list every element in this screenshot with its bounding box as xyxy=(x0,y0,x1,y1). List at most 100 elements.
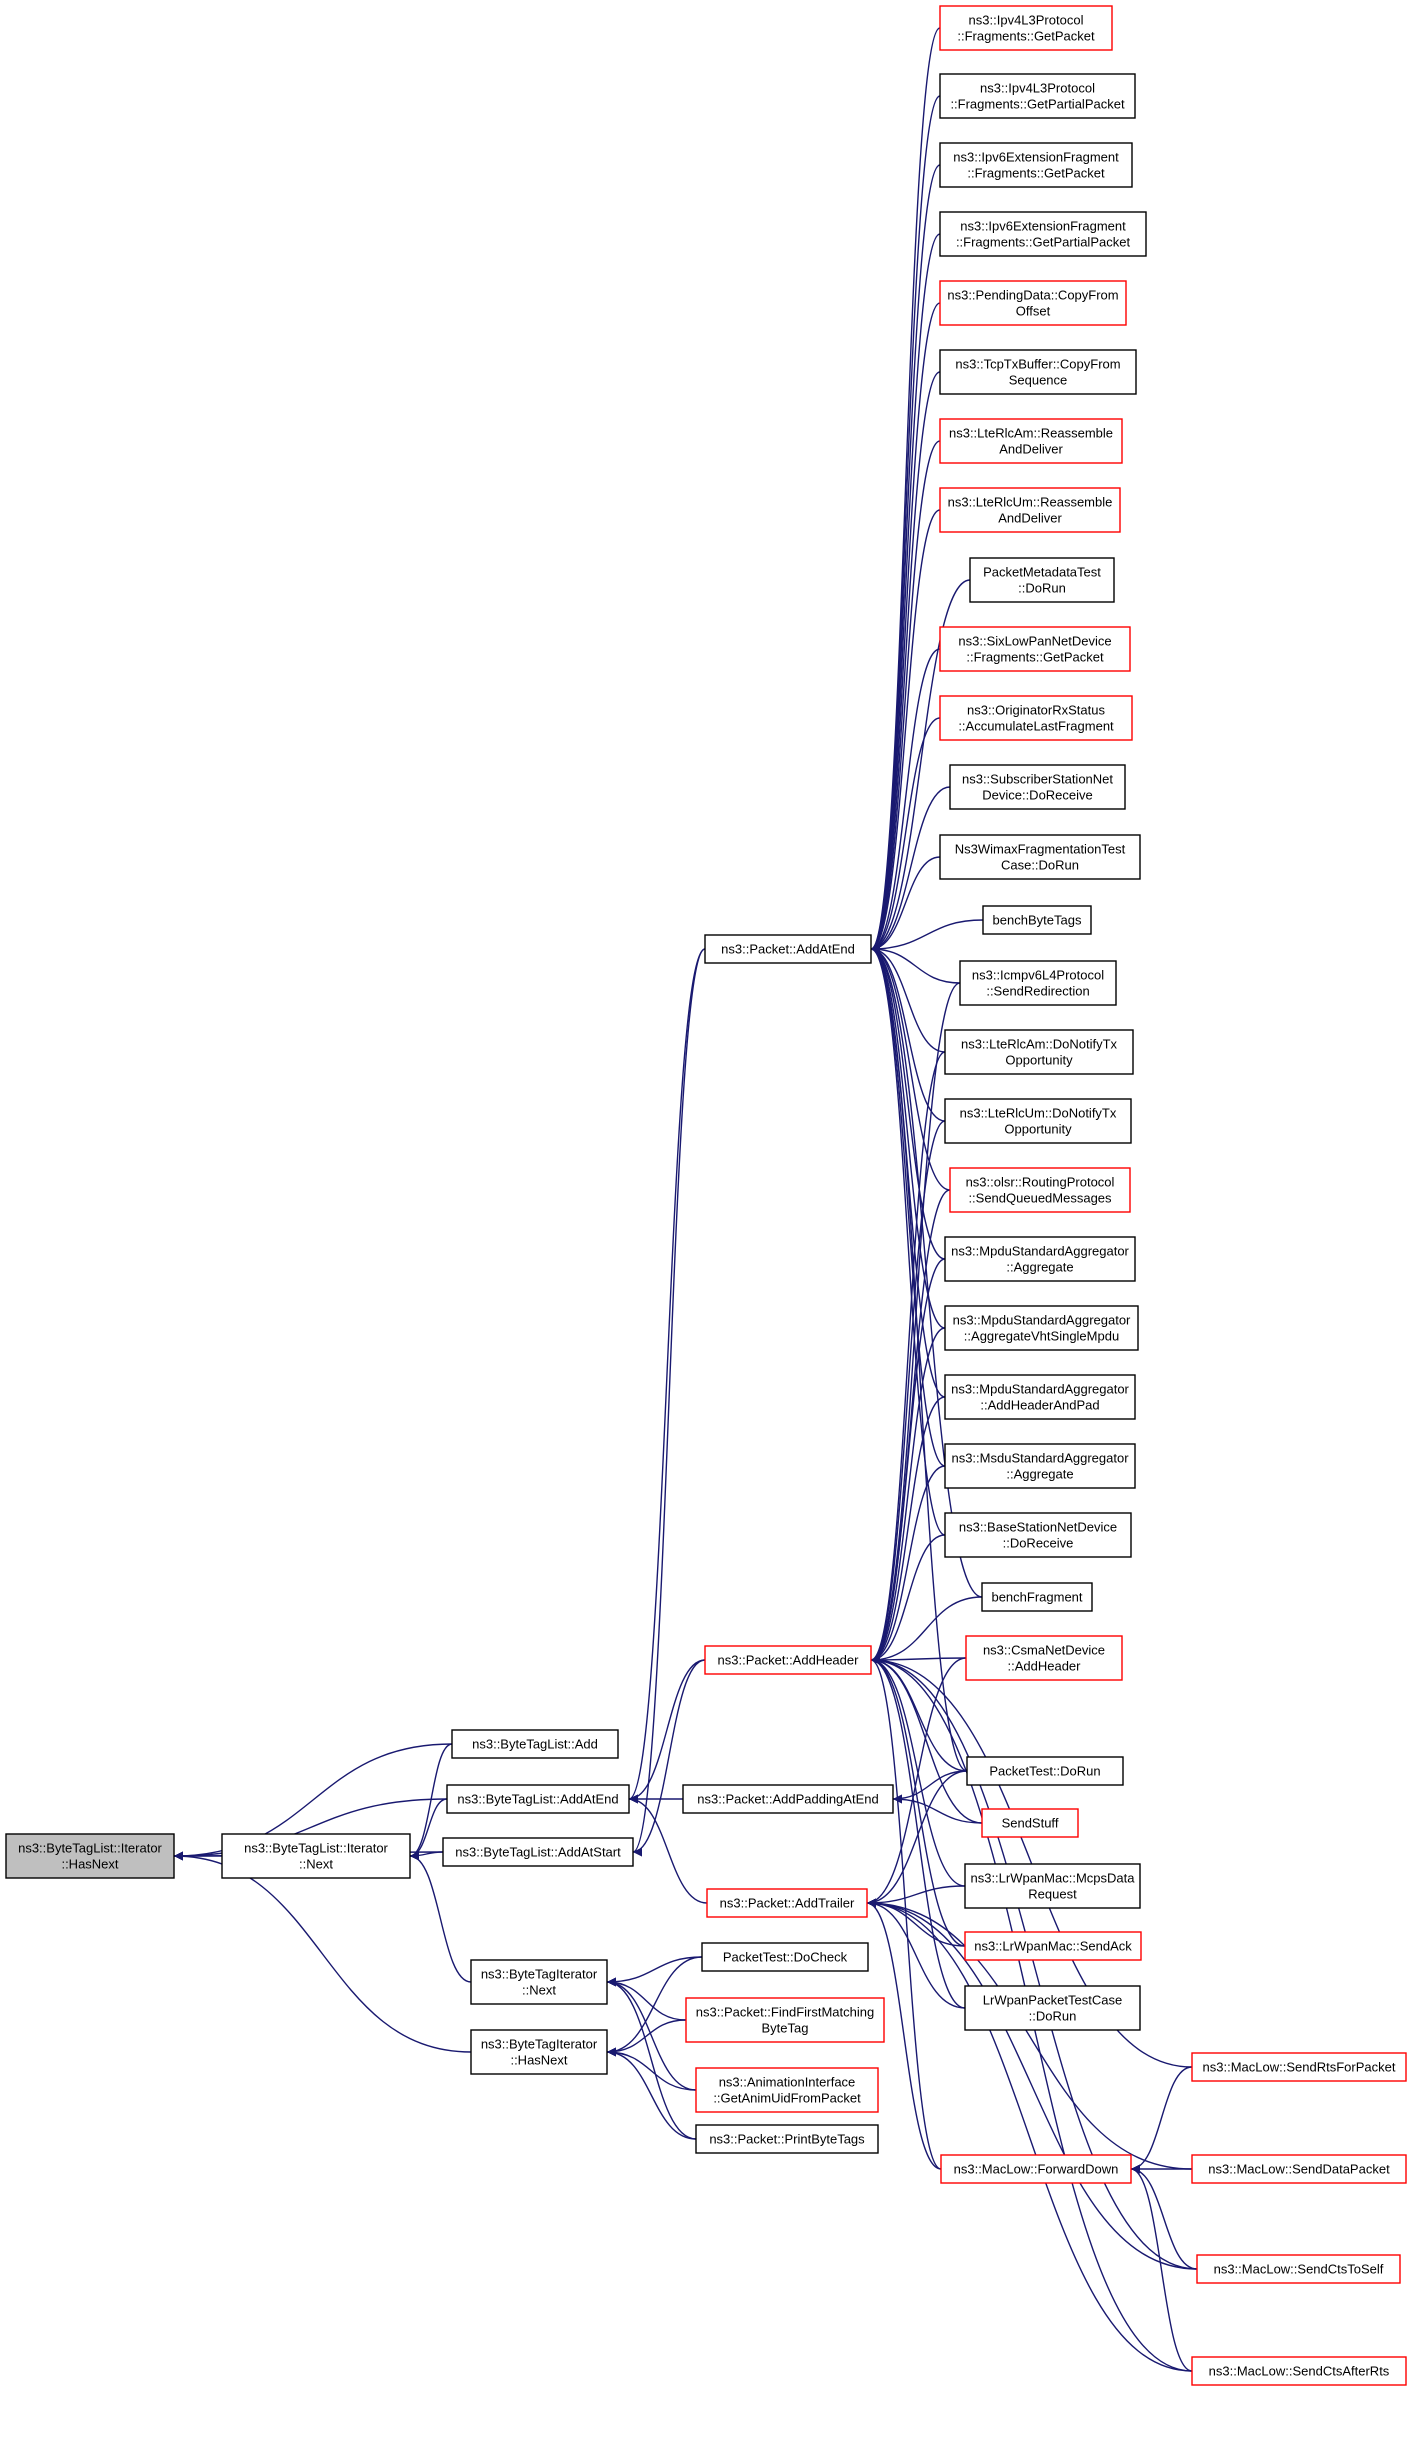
node-pt_docheck[interactable]: PacketTest::DoCheck xyxy=(701,1942,869,1972)
node-root[interactable]: ns3::ByteTagList::Iterator::HasNext xyxy=(5,1833,175,1879)
node-box xyxy=(1191,2052,1407,2082)
node-box xyxy=(470,1959,608,2005)
edge-path xyxy=(870,1655,942,2170)
node-box xyxy=(981,1582,1093,1612)
node-label: ns3::Packet::PrintByteTags xyxy=(709,2132,865,2147)
node-r3[interactable]: ns3::Ipv6ExtensionFragment::Fragments::G… xyxy=(939,142,1133,188)
edge-path xyxy=(866,1898,942,2170)
node-r11[interactable]: ns3::OriginatorRxStatus::AccumulateLastF… xyxy=(939,695,1133,741)
edge-path xyxy=(606,1977,697,2140)
node-label: ns3::LteRlcUm::DoNotifyTx xyxy=(960,1106,1117,1121)
node-r15[interactable]: ns3::Icmpv6L4Protocol::SendRedirection xyxy=(959,960,1117,1006)
node-r23[interactable]: ns3::BaseStationNetDevice::DoReceive xyxy=(944,1512,1132,1558)
node-r26[interactable]: PacketTest::DoRun xyxy=(966,1756,1124,1786)
node-p_addpadding[interactable]: ns3::Packet::AddPaddingAtEnd xyxy=(682,1784,894,1814)
node-r14[interactable]: benchByteTags xyxy=(982,905,1092,935)
node-r18[interactable]: ns3::olsr::RoutingProtocol::SendQueuedMe… xyxy=(949,1167,1131,1213)
node-p_addatend[interactable]: ns3::Packet::AddAtEnd xyxy=(704,934,872,964)
edge-path xyxy=(870,1655,983,1824)
edge-path xyxy=(1130,2164,1193,2372)
node-p_addheader[interactable]: ns3::Packet::AddHeader xyxy=(704,1645,872,1675)
node-box xyxy=(446,1784,630,1814)
node-label: ::Fragments::GetPacket xyxy=(967,166,1105,181)
node-label: ::Fragments::GetPacket xyxy=(957,29,1095,44)
node-r19[interactable]: ns3::MpduStandardAggregator::Aggregate xyxy=(944,1236,1136,1282)
edge-p_addtrailer-to-addatend xyxy=(628,1794,708,1904)
edge-path xyxy=(892,1794,983,1824)
edge-path xyxy=(409,1798,448,1861)
node-r27[interactable]: SendStuff xyxy=(981,1808,1079,1838)
edge-r19-to-p_addatend xyxy=(870,944,946,1260)
node-r29[interactable]: ns3::LrWpanMac::SendAck xyxy=(964,1931,1142,1961)
node-f3[interactable]: ns3::MacLow::SendCtsToSelf xyxy=(1196,2254,1401,2284)
node-box xyxy=(451,1729,619,1759)
node-label: ::DoRun xyxy=(1018,581,1066,596)
node-box xyxy=(965,1635,1123,1681)
node-r1[interactable]: ns3::Ipv4L3Protocol::Fragments::GetPacke… xyxy=(939,5,1113,51)
edge-p_printbt-to-bti_next xyxy=(606,1977,697,2140)
node-r30[interactable]: LrWpanPacketTestCase::DoRun xyxy=(964,1985,1141,2031)
node-p_addtrailer[interactable]: ns3::Packet::AddTrailer xyxy=(706,1888,868,1918)
node-r20[interactable]: ns3::MpduStandardAggregator::AggregateVh… xyxy=(944,1305,1139,1351)
edge-path xyxy=(606,2047,697,2091)
edge-path xyxy=(870,1655,968,1772)
edge-p_addheader-to-addatend xyxy=(628,1659,706,1804)
node-r10[interactable]: ns3::SixLowPanNetDevice::Fragments::GetP… xyxy=(939,626,1131,672)
node-label: ::HasNext xyxy=(510,2053,567,2068)
node-f2[interactable]: ns3::MacLow::SendDataPacket xyxy=(1191,2154,1407,2184)
node-r22[interactable]: ns3::MsduStandardAggregator::Aggregate xyxy=(944,1443,1136,1489)
node-label: ns3::olsr::RoutingProtocol xyxy=(966,1175,1115,1190)
node-r24[interactable]: benchFragment xyxy=(981,1582,1093,1612)
node-box xyxy=(939,142,1133,188)
node-box xyxy=(939,487,1121,533)
node-addatend[interactable]: ns3::ByteTagList::AddAtEnd xyxy=(446,1784,630,1814)
node-r25[interactable]: ns3::CsmaNetDevice::AddHeader xyxy=(965,1635,1123,1681)
node-p_printbt[interactable]: ns3::Packet::PrintByteTags xyxy=(695,2124,879,2154)
edge-path xyxy=(870,233,941,954)
node-r31[interactable]: ns3::MacLow::ForwardDown xyxy=(940,2154,1132,2184)
node-addatstart[interactable]: ns3::ByteTagList::AddAtStart xyxy=(442,1837,634,1867)
node-box xyxy=(701,1942,869,1972)
edge-r23-to-p_addatend xyxy=(870,944,946,1536)
node-label: ::AccumulateLastFragment xyxy=(958,719,1114,734)
node-itnext[interactable]: ns3::ByteTagList::Iterator::Next xyxy=(221,1833,411,1879)
node-box xyxy=(944,1374,1136,1420)
node-f1[interactable]: ns3::MacLow::SendRtsForPacket xyxy=(1191,2052,1407,2082)
edge-r14-to-p_addatend xyxy=(870,919,984,954)
edges-layer xyxy=(173,27,1198,2372)
edge-path xyxy=(870,919,984,954)
node-label: benchByteTags xyxy=(993,913,1082,928)
node-r12[interactable]: ns3::SubscriberStationNetDevice::DoRecei… xyxy=(949,764,1126,810)
node-r9[interactable]: PacketMetadataTest::DoRun xyxy=(969,557,1115,603)
node-label: PacketMetadataTest xyxy=(983,565,1101,580)
node-r21[interactable]: ns3::MpduStandardAggregator::AddHeaderAn… xyxy=(944,1374,1136,1420)
node-bti_hasnext[interactable]: ns3::ByteTagIterator::HasNext xyxy=(470,2029,608,2075)
edge-path xyxy=(632,1659,706,1857)
node-label: ByteTag xyxy=(762,2021,809,2036)
node-label: ::Next xyxy=(299,1857,333,1872)
edge-path xyxy=(1130,2164,1198,2270)
node-label: ns3::LteRlcUm::Reassemble xyxy=(948,495,1113,510)
node-label: ::Aggregate xyxy=(1006,1467,1073,1482)
node-r4[interactable]: ns3::Ipv6ExtensionFragment::Fragments::G… xyxy=(939,211,1147,257)
node-anim[interactable]: ns3::AnimationInterface::GetAnimUidFromP… xyxy=(695,2067,879,2113)
node-label: ns3::MacLow::SendCtsAfterRts xyxy=(1209,2364,1390,2379)
node-r2[interactable]: ns3::Ipv4L3Protocol::Fragments::GetParti… xyxy=(939,73,1136,119)
node-label: ns3::MpduStandardAggregator xyxy=(951,1244,1129,1259)
node-label: ns3::LrWpanMac::McpsData xyxy=(970,1871,1135,1886)
node-box xyxy=(1191,2154,1407,2184)
node-add[interactable]: ns3::ByteTagList::Add xyxy=(451,1729,619,1759)
node-box xyxy=(939,834,1141,880)
node-bti_next[interactable]: ns3::ByteTagIterator::Next xyxy=(470,1959,608,2005)
node-f4[interactable]: ns3::MacLow::SendCtsAfterRts xyxy=(1191,2356,1407,2386)
